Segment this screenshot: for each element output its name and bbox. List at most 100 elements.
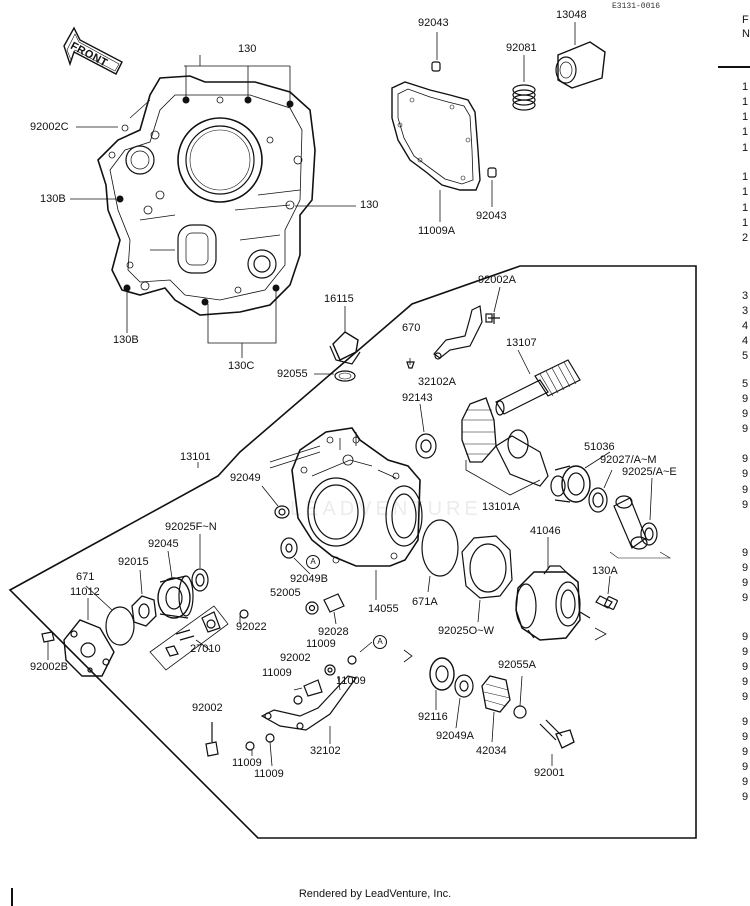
- part-label-670: 670: [402, 322, 421, 334]
- part-label-92116: 92116: [418, 711, 448, 723]
- parts-list-entry: 3: [742, 290, 749, 302]
- oil-filler-cap: [329, 331, 361, 382]
- output-flange: [63, 619, 115, 677]
- part-label-92081: 92081: [506, 42, 537, 54]
- callout-a-marker: A: [373, 635, 387, 649]
- bolt-92002: [205, 722, 219, 757]
- parts-list-entry: 9: [742, 631, 749, 643]
- part-label-16115: 16115: [324, 293, 354, 305]
- bearing-92116: [429, 657, 455, 691]
- footer-credit: Rendered by LeadVenture, Inc.: [298, 888, 452, 900]
- parts-list-entry: 3: [742, 305, 749, 317]
- part-label-11009: 11009: [254, 768, 284, 780]
- part-label-130B: 130B: [40, 193, 66, 205]
- parts-list-entry: 1: [742, 171, 749, 183]
- crankcase-half: [97, 75, 316, 316]
- output-housing: [515, 565, 591, 641]
- parts-list-entry: 1: [742, 126, 749, 138]
- part-label-11009: 11009: [262, 667, 292, 679]
- parts-list-entry: 9: [742, 746, 749, 758]
- parts-list-header: F: [742, 14, 749, 26]
- part-label-92027: 92027/A~M: [600, 454, 657, 466]
- part-label-92049: 92049: [230, 472, 261, 484]
- part-label-92025-A-E: 92025/A~E: [622, 466, 677, 478]
- cover-gasket: [391, 81, 481, 191]
- spring: [512, 84, 536, 111]
- part-label-130B: 130B: [113, 334, 139, 346]
- parts-list-entry: 2: [742, 232, 749, 244]
- part-label-671A: 671A: [412, 596, 438, 608]
- bolt-92001: [539, 719, 575, 749]
- parts-list-entry: 1: [742, 202, 749, 214]
- part-label-13048: 13048: [556, 9, 587, 21]
- shim-92025: [640, 522, 658, 546]
- nut-92015: [131, 595, 157, 627]
- bearing-92045: [157, 575, 194, 619]
- part-label-92001: 92001: [534, 767, 565, 779]
- parts-list-entry: 9: [742, 423, 749, 435]
- parts-list-entry: 1: [742, 111, 749, 123]
- part-label-11009: 11009: [232, 757, 262, 769]
- breather-assembly: [149, 605, 249, 671]
- parts-list-entry: 9: [742, 776, 749, 788]
- parts-list-entry: 9: [742, 791, 749, 803]
- front-arrow-icon: [63, 26, 123, 75]
- part-label-671: 671: [76, 571, 95, 583]
- ring-gear-set: [461, 397, 549, 487]
- part-label-92002A: 92002A: [478, 274, 516, 286]
- spacer-tube: [613, 495, 648, 550]
- oil-seal: [415, 433, 437, 459]
- part-label-41046: 41046: [530, 525, 561, 537]
- part-label-130C: 130C: [228, 360, 255, 372]
- part-label-51036: 51036: [584, 441, 615, 453]
- parts-list-entry: 9: [742, 577, 749, 589]
- part-label-14055: 14055: [368, 603, 399, 615]
- part-label-32102: 32102: [310, 745, 341, 757]
- final-gear-case: [269, 427, 423, 567]
- parts-list-entry: 1: [742, 217, 749, 229]
- parts-list-entry: 9: [742, 468, 749, 480]
- parts-list-entry: 9: [742, 453, 749, 465]
- part-label-92025O-W: 92025O~W: [438, 625, 494, 637]
- parts-list-entry: 1: [742, 142, 749, 154]
- bolt-130A: [595, 595, 618, 610]
- parts-list-entry: 1: [742, 186, 749, 198]
- part-label-92043: 92043: [476, 210, 507, 222]
- part-label-42034: 42034: [476, 745, 507, 757]
- cover-gasket-round: [461, 535, 513, 599]
- parts-list-entry: 9: [742, 646, 749, 658]
- parts-list-entry: 9: [742, 547, 749, 559]
- parts-list-entry: 4: [742, 320, 749, 332]
- parts-list-entry: 1: [742, 81, 749, 93]
- part-label-92025F-N: 92025F~N: [165, 521, 217, 533]
- parts-list-entry: 1: [742, 96, 749, 108]
- part-label-92015: 92015: [118, 556, 149, 568]
- parts-list-entry: 4: [742, 335, 749, 347]
- callout-a-marker: A: [306, 555, 320, 569]
- part-label-13107: 13107: [506, 337, 537, 349]
- part-label-92055: 92055: [277, 368, 308, 380]
- seal-92049A: [454, 674, 474, 698]
- parts-list-entry: 9: [742, 676, 749, 688]
- watermark: LEADVENTURE: [290, 498, 482, 520]
- part-label-92022: 92022: [236, 621, 267, 633]
- reference-code: E3131-0016: [612, 2, 661, 11]
- parts-list-entry: 5: [742, 350, 749, 362]
- part-label-92002B: 92002B: [30, 661, 68, 673]
- bracket-32102: [260, 655, 358, 731]
- part-label-92043: 92043: [418, 17, 449, 29]
- parts-list-entry: 9: [742, 761, 749, 773]
- part-label-92002: 92002: [280, 652, 311, 664]
- part-label-92049A: 92049A: [436, 730, 474, 742]
- part-label-13101: 13101: [180, 451, 211, 463]
- part-label-92045: 92045: [148, 538, 179, 550]
- parts-list-entry: 9: [742, 408, 749, 420]
- part-label-92143: 92143: [402, 392, 433, 404]
- parts-list-entry: 9: [742, 716, 749, 728]
- parts-list-header: N: [742, 28, 750, 40]
- part-label-11009: 11009: [306, 638, 336, 650]
- part-label-11009A: 11009A: [418, 225, 456, 237]
- part-label-27010: 27010: [190, 643, 221, 655]
- part-label-130: 130: [360, 199, 379, 211]
